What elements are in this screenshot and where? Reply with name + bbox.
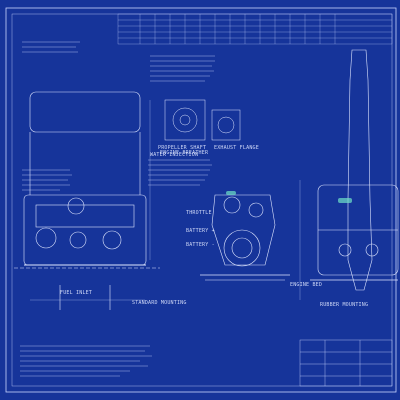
label-fuel-inlet: FUEL INLET	[60, 290, 93, 296]
label-water-injection: WATER INJECTION	[150, 152, 199, 158]
label-exhaust-flange: EXHAUST FLANGE	[214, 145, 259, 151]
engine-side-elevation	[14, 91, 160, 310]
outer-border	[5, 7, 397, 393]
rubber-mounting-view	[310, 49, 399, 291]
standard-mounting-title: STANDARD MOUNTING	[132, 300, 187, 306]
note-block-top-left	[22, 41, 80, 53]
top-table	[117, 13, 393, 45]
note-block-bottom-left	[20, 345, 152, 377]
label-propeller-shaft: PROPELLER SHAFT	[158, 145, 207, 151]
section-detail	[164, 99, 241, 141]
label-engine-breather: ENGINE BREATHER	[160, 150, 209, 156]
title-block	[299, 339, 393, 387]
note-block-mid-left	[22, 169, 72, 191]
dimension-lines	[30, 100, 301, 301]
note-block-center	[150, 55, 215, 82]
label-battery-positive: BATTERY +	[186, 228, 215, 234]
mount-accent	[226, 191, 352, 203]
label-engine-bed: ENGINE BED	[290, 282, 323, 288]
rubber-mounting-title: RUBBER MOUNTING	[320, 302, 369, 308]
note-block-center-lower	[148, 159, 212, 186]
inner-border	[11, 13, 393, 387]
engine-front-elevation	[200, 194, 290, 281]
label-throttle: THROTTLE	[186, 210, 212, 216]
label-battery-negative: BATTERY -	[186, 242, 215, 248]
